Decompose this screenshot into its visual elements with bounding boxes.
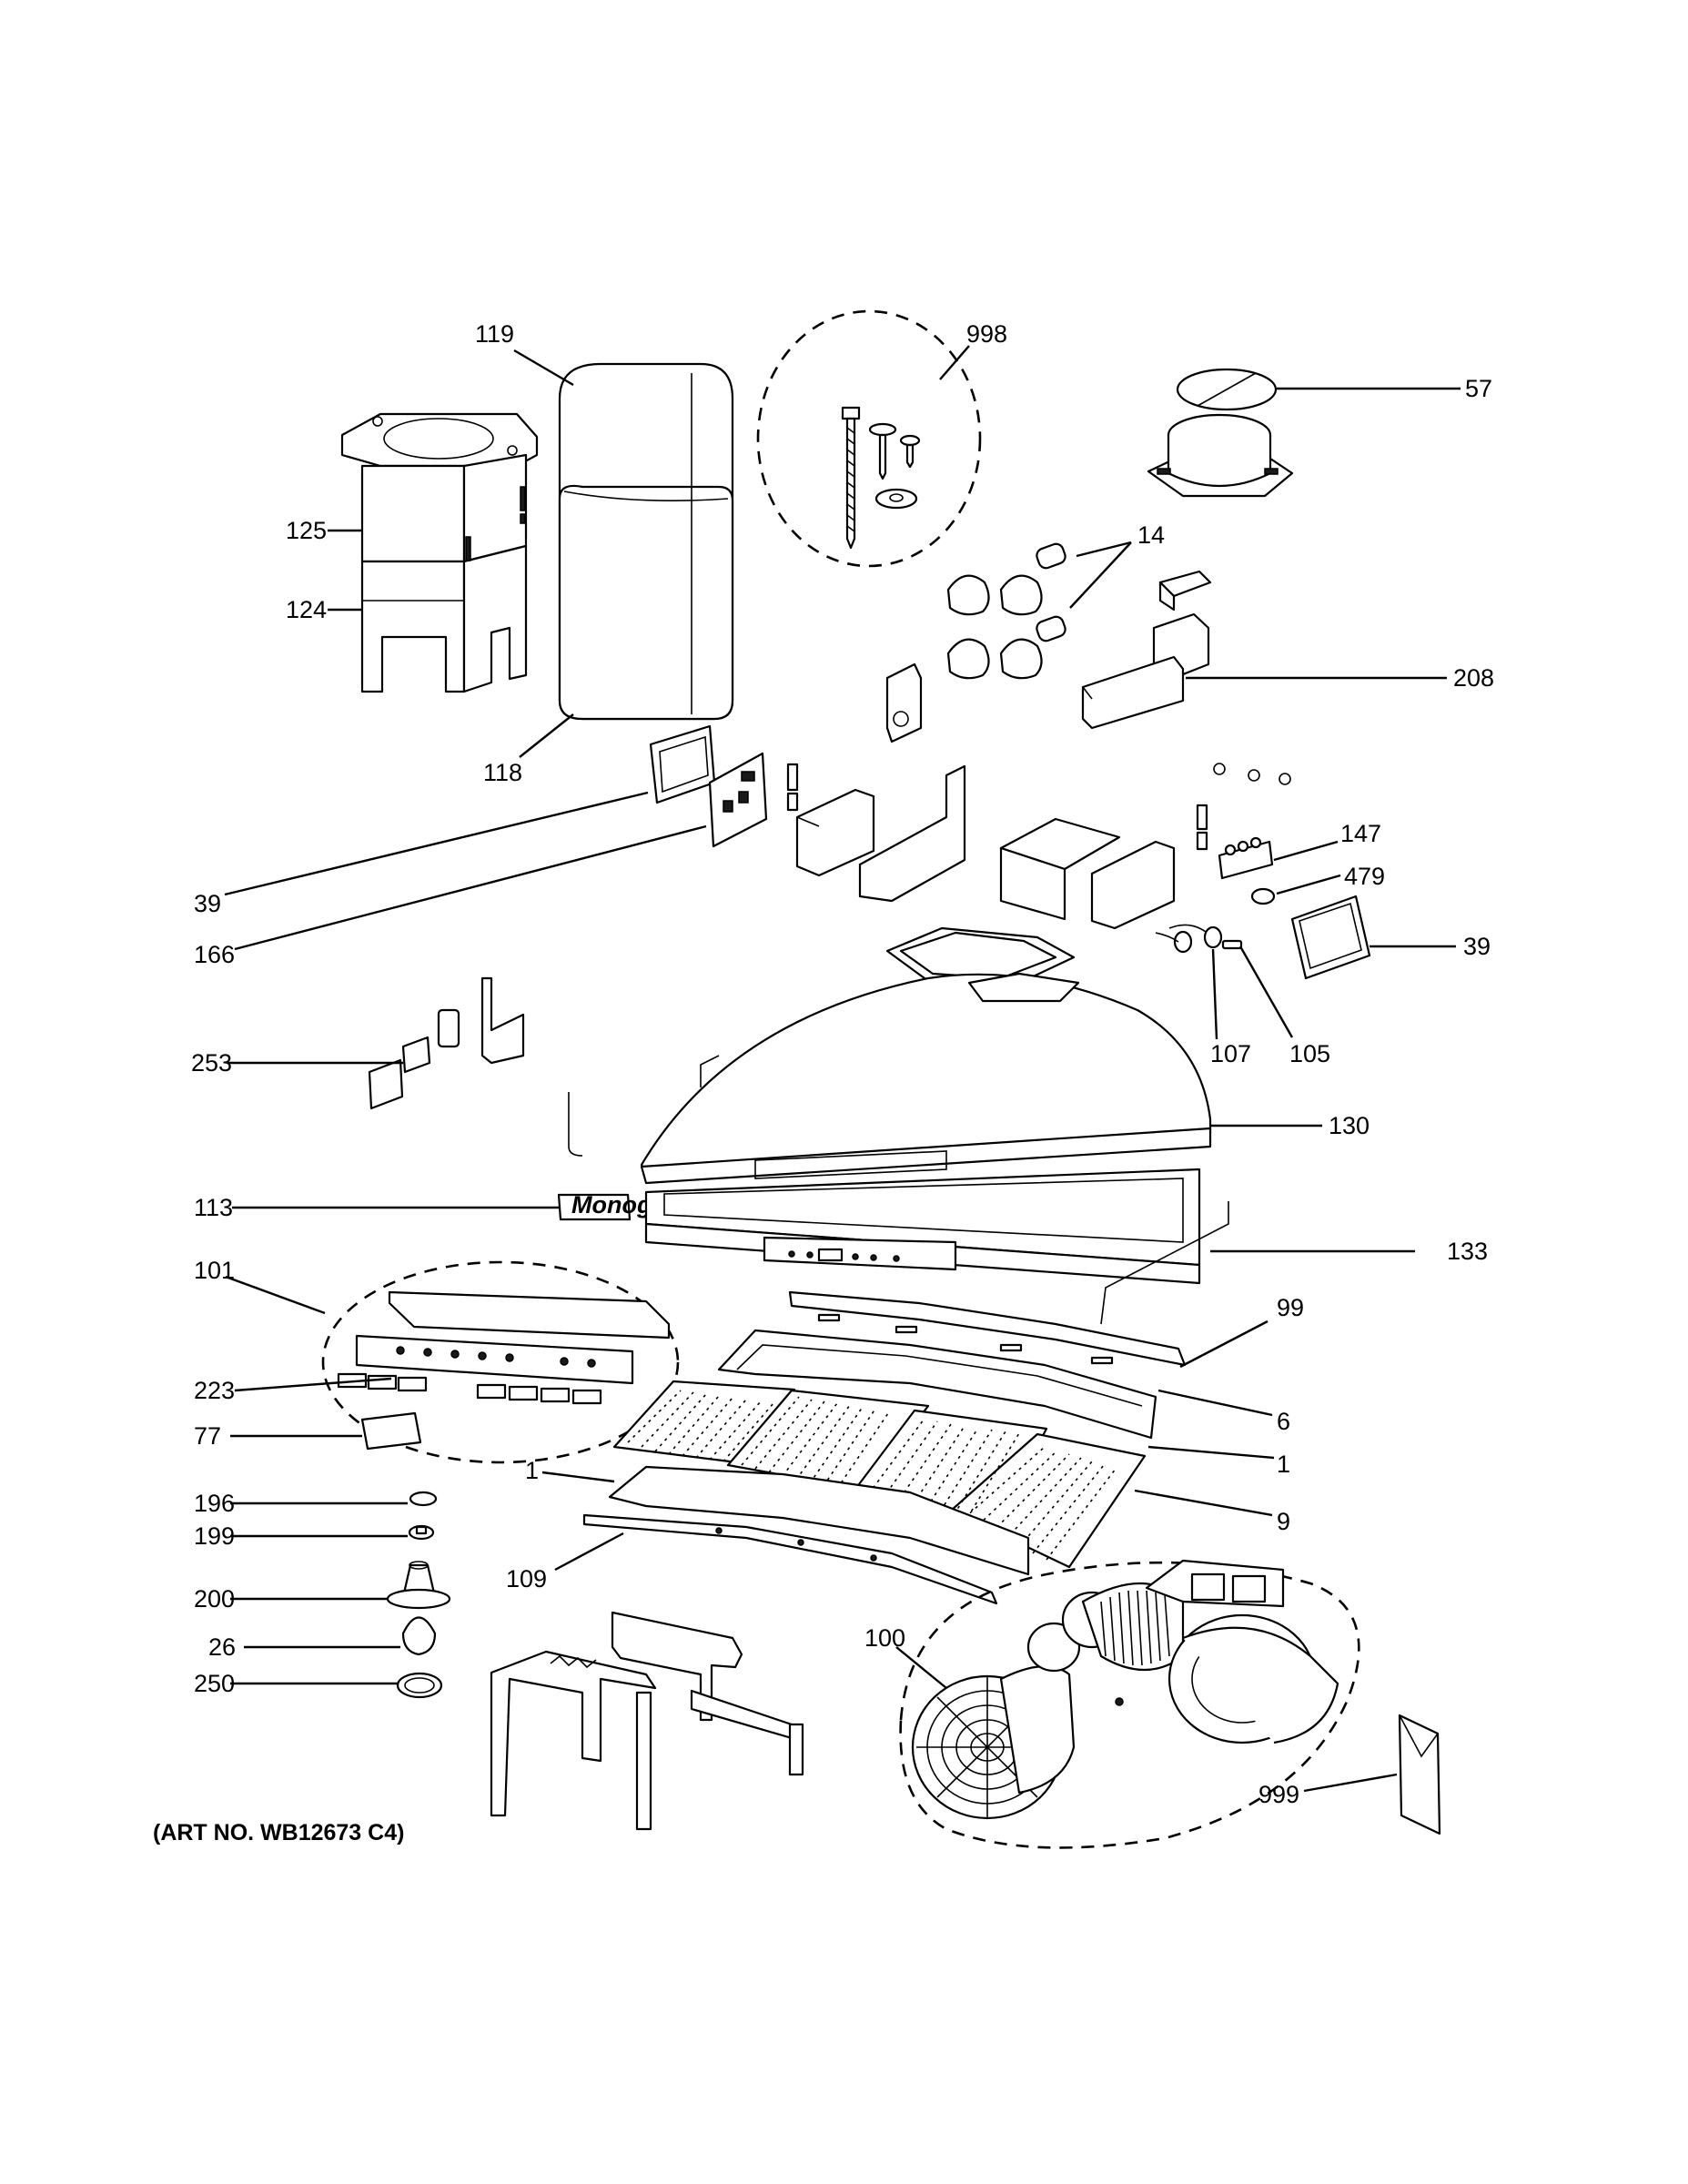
part-9-filter-frame-front [608, 1465, 1030, 1576]
art-number: (ART NO. WB12673 C4) [153, 1820, 405, 1845]
callout-labels: 119 998 57 125 124 14 208 118 147 479 39… [191, 320, 1494, 1808]
callout-130: 130 [1329, 1112, 1370, 1139]
internal-mounting-brackets [786, 763, 1208, 930]
part-14-light-sockets [885, 542, 1066, 743]
callout-999: 999 [1258, 1781, 1299, 1808]
part-57-damper [1147, 368, 1294, 498]
callout-77: 77 [194, 1422, 221, 1450]
callout-1-left: 1 [525, 1457, 539, 1484]
callout-107: 107 [1210, 1040, 1251, 1067]
callout-57: 57 [1465, 375, 1492, 402]
callout-200: 200 [194, 1585, 235, 1613]
callout-208: 208 [1453, 664, 1494, 692]
callout-1-right: 1 [1277, 1451, 1290, 1478]
callout-99: 99 [1277, 1294, 1304, 1321]
part-119-118-duct-covers [558, 362, 734, 721]
callout-196: 196 [194, 1490, 235, 1517]
callout-479: 479 [1344, 863, 1385, 890]
callout-147: 147 [1340, 820, 1381, 847]
callout-119: 119 [475, 320, 514, 348]
part-39-right-cover-plate [1290, 895, 1371, 980]
callout-223: 223 [194, 1377, 235, 1404]
part-100-blower-assembly [899, 1559, 1360, 1849]
callout-109: 109 [506, 1565, 547, 1592]
part-125-124-mounting-bracket [340, 412, 539, 693]
part-107-105-power-cord-connectors [1155, 924, 1243, 954]
part-39-166-control-board [649, 724, 768, 848]
callout-118: 118 [483, 759, 522, 786]
callout-125: 125 [286, 517, 327, 544]
part-999-literature [1398, 1714, 1441, 1835]
part-130-hood-canopy [640, 926, 1212, 1185]
part-109-front-trim [582, 1513, 998, 1605]
part-147-terminal-block [1213, 763, 1291, 880]
part-998-hardware-kit [756, 309, 982, 568]
callout-199: 199 [194, 1522, 235, 1550]
callout-100: 100 [864, 1624, 905, 1652]
part-196-199-200-26-250-light-assembly [386, 1491, 451, 1699]
part-208-transformer [1081, 570, 1212, 730]
filter-support-brackets [490, 1611, 804, 1831]
callout-166: 166 [194, 941, 235, 968]
callout-253: 253 [191, 1049, 232, 1077]
part-101-223-control-panel [321, 1260, 680, 1464]
callout-9: 9 [1277, 1508, 1290, 1535]
callout-250: 250 [194, 1670, 235, 1697]
callout-6: 6 [1277, 1408, 1290, 1435]
callout-124: 124 [286, 596, 327, 623]
callout-39-left: 39 [194, 890, 221, 917]
part-133-hood-bottom-frame [568, 1055, 1229, 1325]
part-253-switch-assembly [368, 976, 525, 1110]
part-6-filter-frame [717, 1329, 1157, 1440]
callout-113: 113 [194, 1194, 233, 1221]
part-77-light-lens [360, 1411, 422, 1451]
callout-105: 105 [1289, 1040, 1330, 1067]
leader-lines [224, 345, 1461, 1793]
callout-39-right: 39 [1463, 933, 1491, 960]
callout-998: 998 [966, 320, 1007, 348]
callout-14: 14 [1137, 521, 1165, 549]
callout-26: 26 [208, 1633, 236, 1661]
callout-133: 133 [1447, 1238, 1488, 1265]
part-479-strain-relief [1250, 887, 1276, 905]
callout-101: 101 [194, 1257, 235, 1284]
